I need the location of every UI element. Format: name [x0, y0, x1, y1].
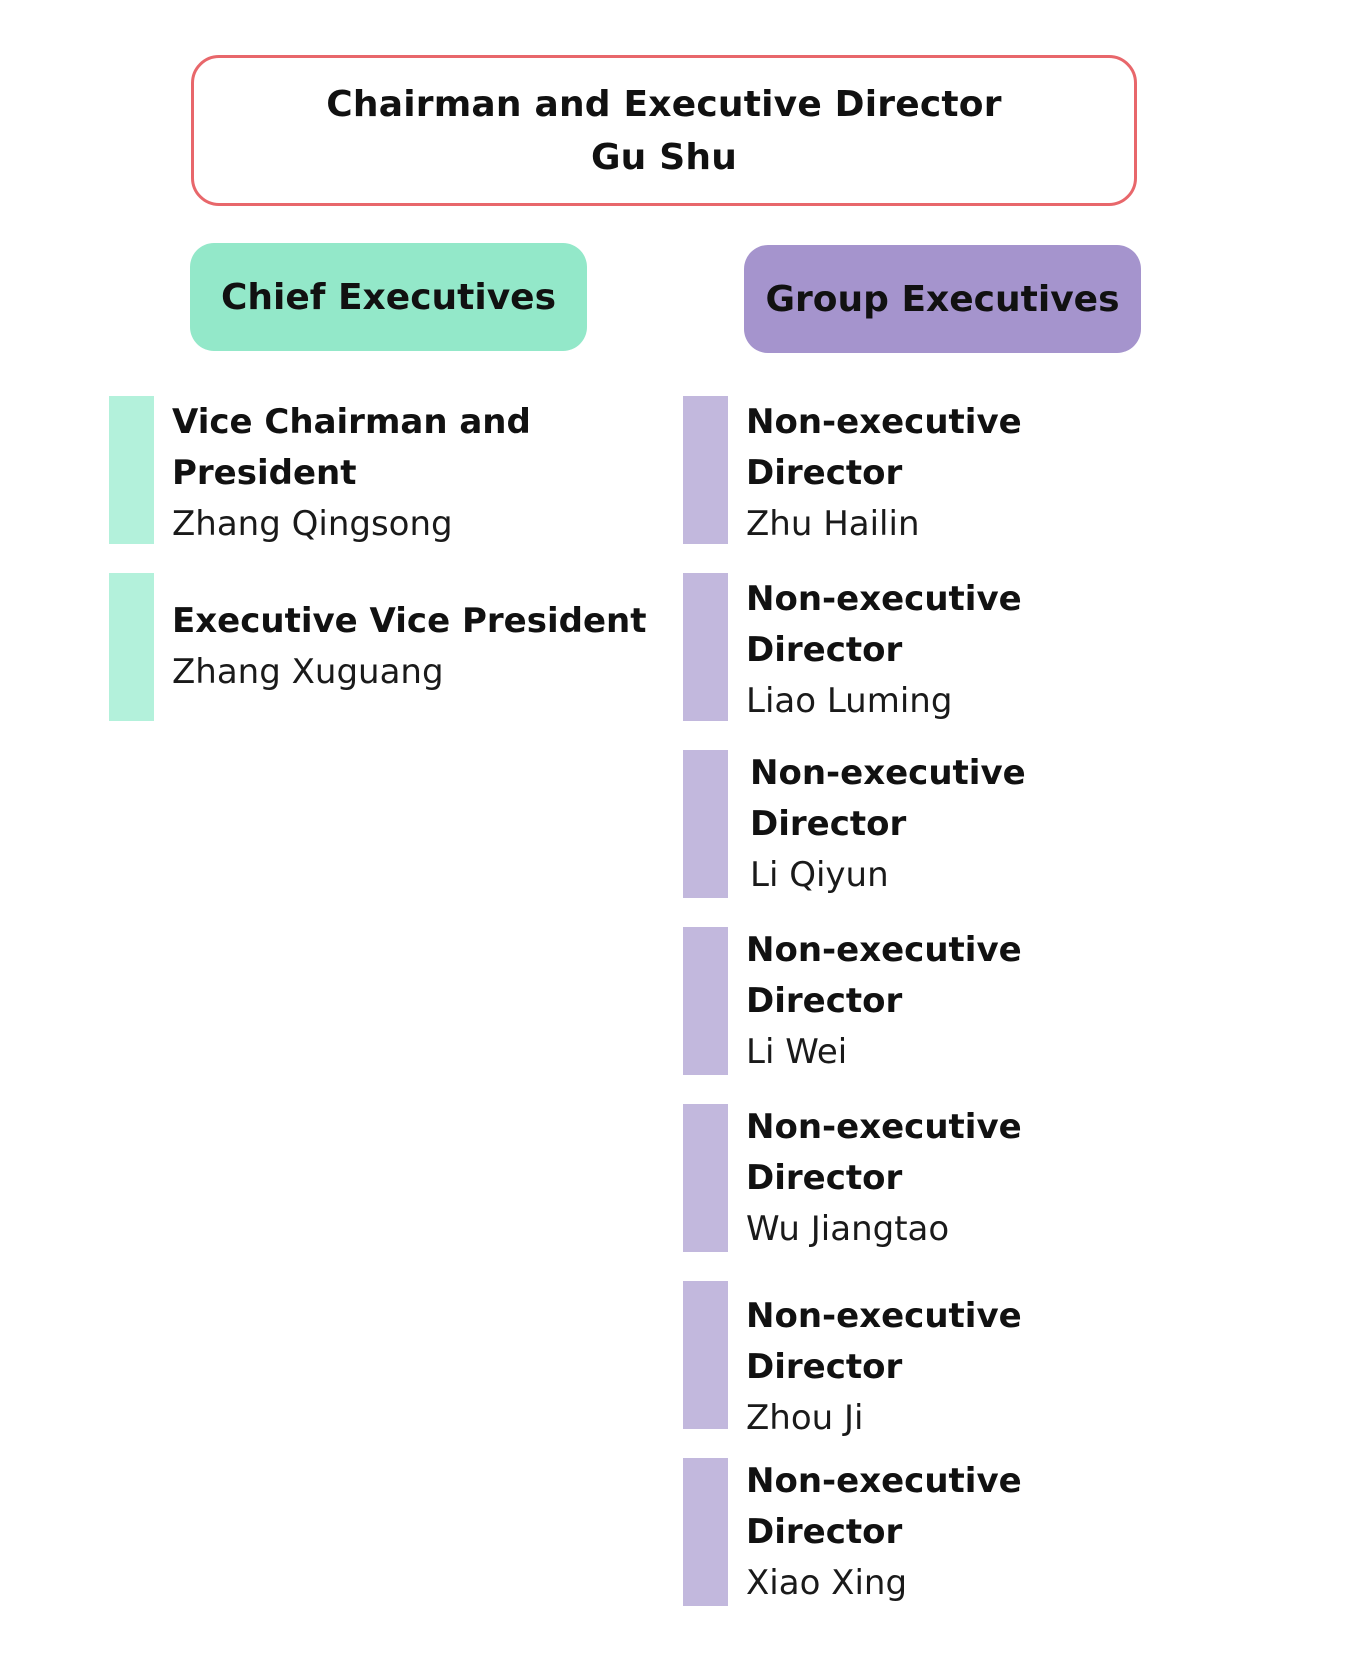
group-executive-entry: Non-executive Director Li Qiyun: [683, 750, 1203, 898]
group-executive-entry: Non-executive Director Xiao Xing: [683, 1458, 1203, 1606]
entry-accent-bar: [683, 573, 728, 721]
entry-text: Executive Vice President Zhang Xuguang: [172, 573, 692, 721]
group-executive-entry: Non-executive Director Liao Luming: [683, 573, 1203, 721]
entry-role: Non-executive Director: [746, 1296, 1022, 1387]
entry-role: Non-executive Director: [746, 1460, 1022, 1552]
group-executive-entry: Non-executive Director Zhu Hailin: [683, 396, 1203, 544]
entry-name: Zhang Xuguang: [172, 652, 444, 692]
entry-name: Liao Luming: [746, 681, 953, 721]
entry-text: Non-executive Director Xiao Xing: [746, 1458, 1186, 1606]
entry-role: Non-executive Director: [746, 929, 1022, 1021]
entry-role: Non-executive Director: [746, 1106, 1022, 1198]
entry-role: Non-executive Director: [746, 579, 1022, 670]
entry-accent-bar: [109, 573, 154, 721]
entry-name: Zhu Hailin: [746, 504, 920, 544]
entry-name: Zhang Qingsong: [172, 504, 453, 544]
entry-accent-bar: [109, 396, 154, 544]
entry-text: Non-executive Director Zhou Ji: [746, 1281, 1186, 1439]
entry-name: Li Wei: [746, 1031, 848, 1072]
chairman-name: Gu Shu: [590, 136, 738, 178]
entry-accent-bar: [683, 396, 728, 544]
entry-role: Executive Vice President: [172, 601, 647, 641]
entry-name: Li Qiyun: [750, 854, 889, 895]
entry-accent-bar: [683, 1104, 728, 1252]
entry-accent-bar: [683, 750, 728, 898]
entry-text: Vice Chairman and President Zhang Qingso…: [172, 396, 642, 545]
entry-name: Zhou Ji: [746, 1398, 864, 1438]
chief-executives-header: Chief Executives: [190, 243, 587, 351]
entry-role: Non-executive Director: [750, 752, 1026, 844]
group-executive-entry: Non-executive Director Li Wei: [683, 927, 1203, 1075]
group-executive-entry: Non-executive Director Zhou Ji: [683, 1281, 1203, 1438]
chief-executive-entry: Executive Vice President Zhang Xuguang: [109, 573, 689, 721]
entry-accent-bar: [683, 1458, 728, 1606]
entry-name: Xiao Xing: [746, 1562, 908, 1603]
entry-text: Non-executive Director Zhu Hailin: [746, 396, 1186, 545]
group-executives-header: Group Executives: [744, 245, 1141, 353]
entry-text: Non-executive Director Li Wei: [746, 927, 1186, 1075]
entry-text: Non-executive Director Wu Jiangtao: [746, 1104, 1186, 1252]
group-executive-entry: Non-executive Director Wu Jiangtao: [683, 1104, 1203, 1252]
entry-accent-bar: [683, 1281, 728, 1429]
chairman-title: Chairman and Executive Director: [326, 83, 1002, 125]
entry-role: Non-executive Director: [746, 402, 1022, 493]
entry-text: Non-executive Director Liao Luming: [746, 573, 1186, 722]
entry-role: Vice Chairman and President: [172, 402, 531, 493]
entry-text: Non-executive Director Li Qiyun: [750, 750, 1190, 898]
chief-executive-entry: Vice Chairman and President Zhang Qingso…: [109, 396, 629, 544]
entry-name: Wu Jiangtao: [746, 1208, 950, 1249]
chairman-box: Chairman and Executive Director Gu Shu: [191, 55, 1137, 206]
entry-accent-bar: [683, 927, 728, 1075]
